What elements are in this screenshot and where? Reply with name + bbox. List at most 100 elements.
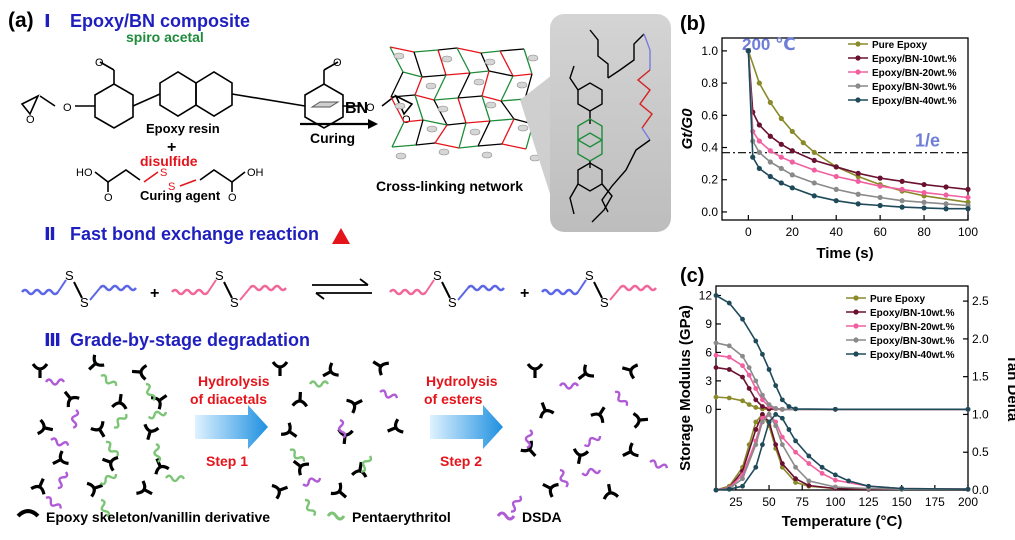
data-point	[965, 194, 971, 201]
epoxy-skeleton-unit	[622, 442, 639, 458]
step-1-arrow: Hydrolysis of diacetals Step 1	[190, 373, 270, 469]
epoxy-skeleton-unit	[526, 363, 544, 378]
legend-epoxy-label: Epoxy skeleton/vanillin derivative	[46, 509, 270, 525]
section-3-title: Grade-by-stage degradation	[70, 330, 310, 350]
network-bond	[457, 95, 483, 99]
data-point	[773, 383, 779, 389]
dsda-segment	[581, 467, 602, 477]
network-bond	[434, 124, 448, 144]
section-3-numeral: Ⅲ	[44, 330, 61, 350]
data-point	[753, 419, 759, 425]
bond-line	[425, 279, 435, 293]
network-bond	[499, 48, 525, 52]
data-point	[767, 173, 773, 180]
bond-line	[57, 279, 67, 293]
sulfur-atom-2: S	[168, 181, 175, 193]
bn-flake	[516, 81, 528, 89]
data-point	[819, 470, 825, 476]
data-point	[832, 472, 838, 478]
bond-line	[441, 281, 451, 299]
data-point	[753, 464, 759, 470]
disulfide-label: disulfide	[140, 153, 198, 169]
epoxy-skeleton-unit	[63, 390, 80, 408]
legend-entry: Epoxy/BN-30wt.%	[870, 336, 955, 347]
epoxy-skeleton-unit	[136, 480, 153, 496]
curing-arrow-head	[368, 119, 378, 129]
network-bond	[477, 120, 491, 147]
carbonyl-left: O	[104, 192, 113, 204]
network-bond	[415, 119, 424, 146]
section-2-title: Fast bond exchange reaction	[70, 224, 319, 244]
y2-tick-label: 1.0	[972, 407, 989, 421]
dsda-segment	[302, 477, 322, 487]
bond-line	[593, 281, 603, 299]
step-2-arrow-shape	[430, 405, 503, 449]
step-1-label: Step 1	[206, 453, 248, 469]
curing-label: Curing	[310, 130, 355, 146]
data-point	[766, 412, 772, 417]
data-point	[855, 178, 861, 184]
methoxy-oxygen-left: O	[95, 57, 104, 69]
sulfur-atom: S	[230, 295, 239, 310]
x-tick-label: 40	[830, 225, 844, 239]
panel-c-label: (c)	[680, 265, 704, 287]
data-point	[811, 149, 817, 155]
spiro-acetal-label: spiro acetal	[126, 29, 204, 45]
bn-flake	[485, 101, 497, 109]
data-point	[855, 170, 861, 176]
network-bond	[402, 71, 423, 78]
polymer-chain	[389, 288, 427, 296]
epoxy-skeleton-unit	[539, 401, 555, 419]
bn-flake	[394, 102, 406, 110]
epoxy-skeleton-unit	[292, 459, 310, 476]
data-point	[753, 386, 759, 391]
x-tick-label: 20	[786, 225, 800, 239]
data-point	[965, 406, 971, 412]
bond-line	[73, 281, 83, 299]
legend-entry: Epoxy/BN-10wt.%	[870, 308, 955, 319]
sulfur-atom: S	[600, 295, 609, 310]
legend-marker	[855, 55, 861, 61]
sulfur-atom: S	[80, 295, 89, 310]
x-axis-label: Time (s)	[816, 245, 873, 262]
data-point	[921, 190, 927, 196]
data-point	[832, 484, 838, 490]
data-point	[866, 483, 871, 489]
data-point	[943, 192, 949, 198]
epoxy-skeleton-unit	[387, 418, 404, 434]
data-point	[756, 149, 762, 155]
pentaerythritol-segment	[360, 455, 373, 473]
curing-agent-structure	[94, 169, 246, 192]
step-1-line-1: Hydrolysis	[198, 373, 270, 389]
data-point	[778, 165, 784, 172]
epoxy-skeleton-unit	[36, 418, 54, 436]
tan-delta-line	[715, 413, 969, 491]
y2-tick-label: 1.5	[972, 370, 989, 384]
y-tick-label: 1.0	[701, 44, 718, 58]
bn-flake	[527, 54, 539, 62]
data-point	[793, 480, 798, 485]
x-tick-label: 100	[825, 495, 845, 509]
epoxy-skeleton-unit	[271, 361, 289, 376]
data-point	[773, 442, 779, 448]
data-point	[793, 449, 798, 455]
chart-b-frame	[721, 37, 969, 221]
data-point	[855, 201, 861, 207]
data-point	[965, 186, 971, 192]
polymer-chain	[467, 284, 505, 292]
step-2-line-1: Hydrolysis	[426, 373, 498, 389]
data-point	[806, 453, 812, 459]
network-bond	[446, 122, 467, 126]
pentaerythritol-segment	[289, 448, 306, 462]
ether-oxygen-left: O	[63, 102, 72, 114]
curing-agent-atoms: S S HO OH O O	[76, 167, 264, 204]
y-tick-label: 0.0	[701, 205, 718, 219]
dsda-segment	[70, 409, 80, 429]
dsda-segment	[57, 471, 69, 490]
data-point	[806, 483, 812, 488]
data-point	[767, 159, 773, 165]
legend-marker	[855, 69, 861, 75]
epoxy-skeleton-unit	[86, 481, 104, 498]
data-point	[778, 154, 784, 160]
